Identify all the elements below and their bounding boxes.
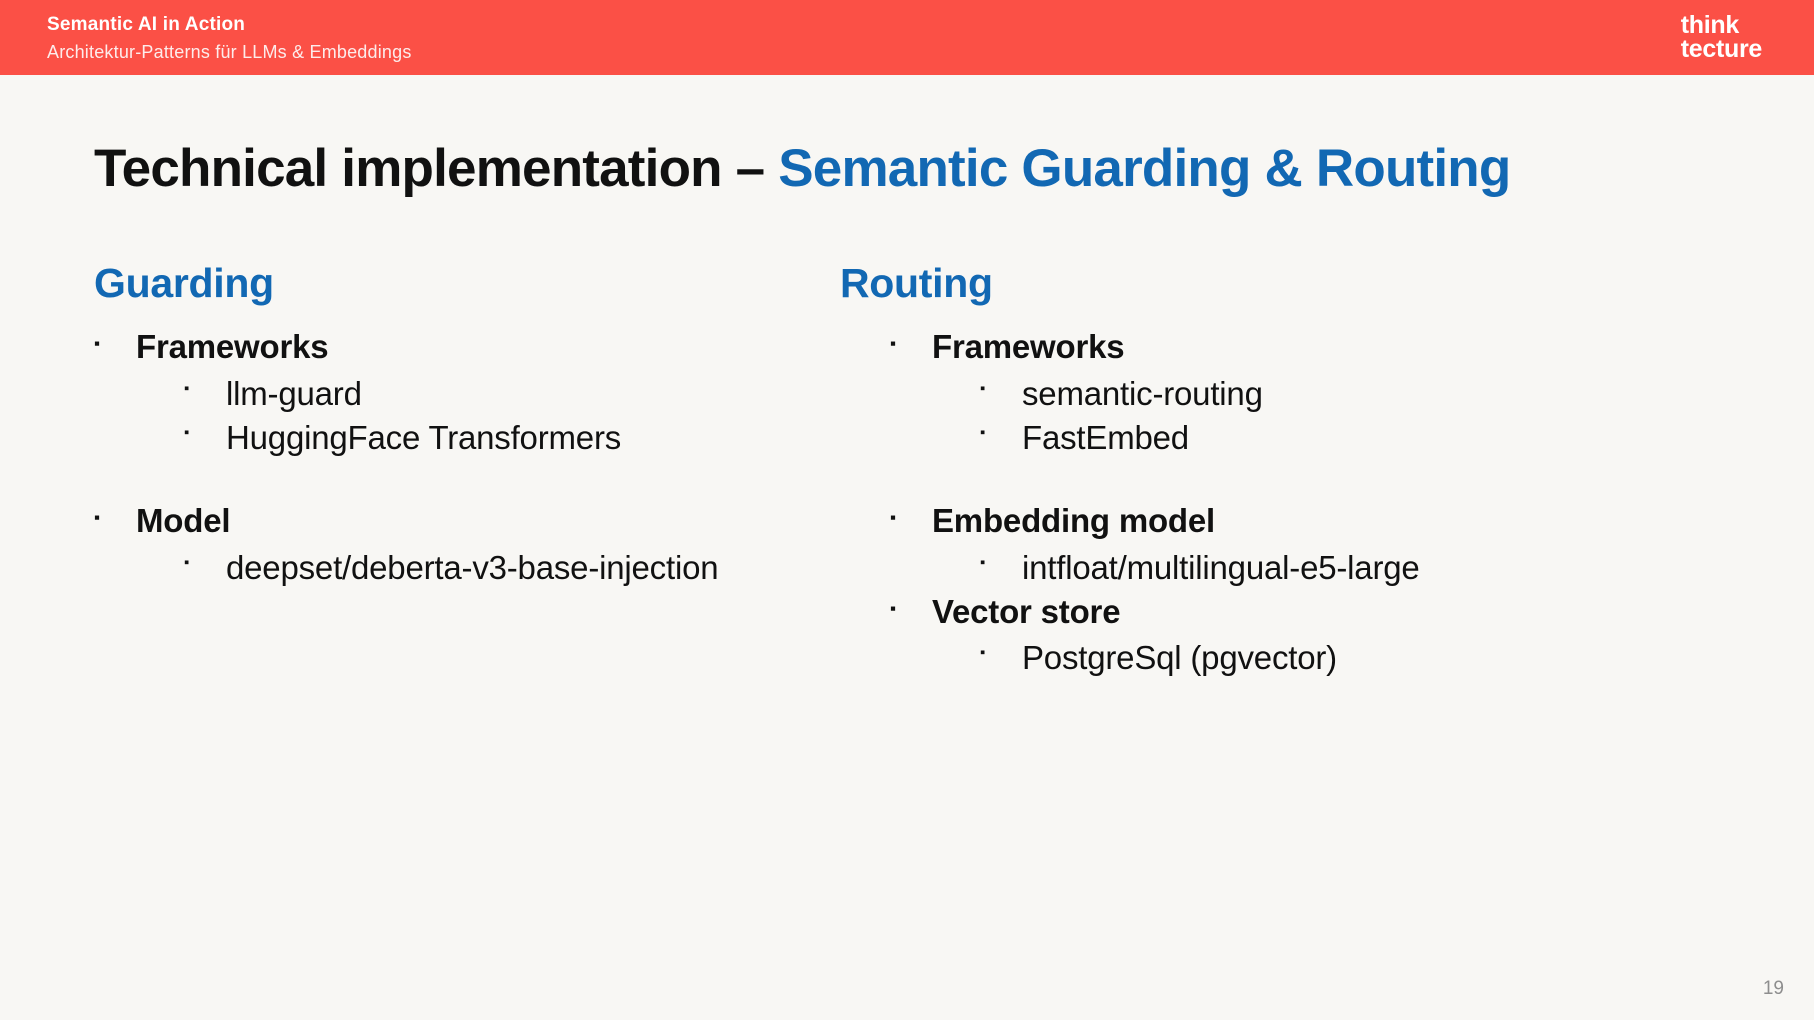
thinktecture-logo: think tecture xyxy=(1680,11,1763,63)
bullet-item-level-1: ▪ Model xyxy=(94,500,830,543)
square-bullet-icon: ▪ xyxy=(980,644,986,662)
bullet-label: Embedding model xyxy=(932,502,1216,540)
page-number: 19 xyxy=(1762,978,1784,999)
bullet-spacer xyxy=(840,460,1690,500)
square-bullet-icon: ▪ xyxy=(890,598,896,618)
bullet-item-level-1: ▪ Frameworks xyxy=(94,326,830,369)
slide-title-plain: Technical implementation – xyxy=(94,139,779,198)
bullet-item-level-1: ▪ Vector store xyxy=(840,591,1690,634)
bullet-label: FastEmbed xyxy=(1022,418,1189,456)
bullet-list-guarding: ▪ Frameworks ▪ llm-guard ▪ HuggingFace Transf… xyxy=(94,326,830,589)
square-bullet-icon: ▪ xyxy=(184,423,190,441)
bullet-label: intfloat/multilingual-e5-large xyxy=(1022,548,1420,586)
logo-line-tecture: tecture xyxy=(1680,34,1763,63)
bullet-label: Model xyxy=(136,502,231,540)
header-subtitle: Architektur-Patterns für LLMs & Embeddin… xyxy=(47,41,412,62)
bullet-label: deepset/deberta-v3-base-injection xyxy=(226,548,719,586)
bullet-label: semantic-routing xyxy=(1022,374,1263,412)
square-bullet-icon: ▪ xyxy=(94,334,100,354)
header-text-block: Semantic AI in Action Architektur-Patter… xyxy=(47,15,412,61)
square-bullet-icon: ▪ xyxy=(980,379,986,397)
bullet-item-level-1: ▪ Embedding model xyxy=(840,500,1690,543)
bullet-label: llm-guard xyxy=(226,374,362,412)
bullet-label: Frameworks xyxy=(136,328,329,366)
column-routing: Routing ▪ Frameworks ▪ semantic-routing ▪ Fas… xyxy=(830,260,1690,681)
bullet-item-level-2: ▪ FastEmbed xyxy=(840,417,1690,459)
bullet-list-routing: ▪ Frameworks ▪ semantic-routing ▪ FastEmbed ▪ E… xyxy=(840,326,1690,679)
column-heading-guarding: Guarding xyxy=(94,260,274,306)
square-bullet-icon: ▪ xyxy=(980,423,986,441)
square-bullet-icon: ▪ xyxy=(184,553,190,571)
bullet-label: HuggingFace Transformers xyxy=(226,418,622,456)
square-bullet-icon: ▪ xyxy=(184,379,190,397)
square-bullet-icon: ▪ xyxy=(980,553,986,571)
bullet-item-level-2: ▪ llm-guard xyxy=(94,373,830,415)
bullet-label: PostgreSql (pgvector) xyxy=(1022,639,1337,677)
bullet-item-level-2: ▪ intfloat/multilingual-e5-large xyxy=(840,547,1690,589)
column-guarding: Guarding ▪ Frameworks ▪ llm-guard ▪ HuggingFa… xyxy=(0,260,830,681)
bullet-spacer xyxy=(94,460,830,500)
bullet-label: Vector store xyxy=(932,592,1121,630)
header-title: Semantic AI in Action xyxy=(47,13,246,35)
column-heading-routing: Routing xyxy=(840,260,993,306)
square-bullet-icon: ▪ xyxy=(890,508,896,528)
bullet-label: Frameworks xyxy=(932,328,1125,366)
square-bullet-icon: ▪ xyxy=(890,334,896,354)
content-columns: Guarding ▪ Frameworks ▪ llm-guard ▪ HuggingFa… xyxy=(0,260,1814,681)
bullet-item-level-2: ▪ PostgreSql (pgvector) xyxy=(840,637,1690,679)
slide-title-accent: Semantic Guarding & Routing xyxy=(778,139,1511,198)
logo-line-think: think xyxy=(1680,11,1740,39)
bullet-item-level-2: ▪ deepset/deberta-v3-base-injection xyxy=(94,547,830,589)
bullet-item-level-1: ▪ Frameworks xyxy=(840,326,1690,369)
square-bullet-icon: ▪ xyxy=(94,508,100,528)
header-bar: Semantic AI in Action Architektur-Patter… xyxy=(0,0,1814,75)
bullet-item-level-2: ▪ semantic-routing xyxy=(840,373,1690,415)
bullet-item-level-2: ▪ HuggingFace Transformers xyxy=(94,417,830,459)
slide-title: Technical implementation – Semantic Guar… xyxy=(94,138,1511,199)
